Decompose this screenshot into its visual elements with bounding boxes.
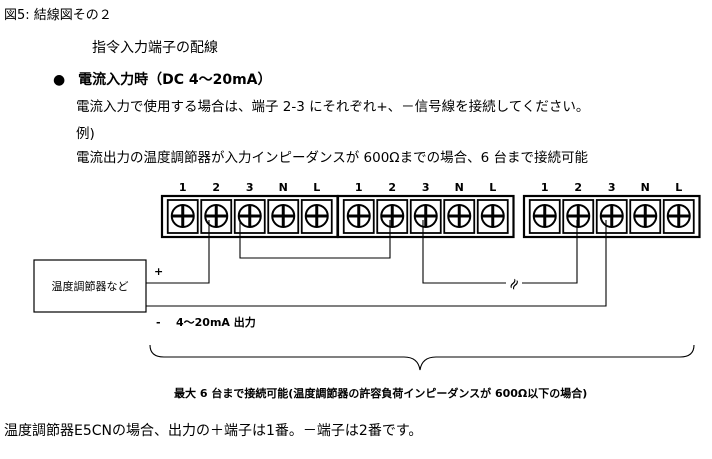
footnote-text: 温度調節器E5CNの場合、出力の＋端子は1番。－端子は2番です。 (4, 423, 423, 439)
terminal-label: 3 (422, 181, 430, 194)
terminal-label: 3 (608, 181, 616, 194)
controller-label: 温度調節器など (52, 279, 129, 293)
wire-plus (146, 220, 210, 284)
section-heading: ● 電流入力時（DC 4～20mA） (53, 69, 272, 89)
terminal-label: 2 (574, 181, 582, 194)
wire-minus (146, 220, 607, 307)
diagram-caption: 最大 6 台まで接続可能(温度調節器の許容負荷インピーダンスが 600Ω以下の場… (174, 387, 588, 400)
bullet-icon: ● (53, 72, 66, 88)
wire-link-2a (422, 220, 506, 284)
terminal-label: 2 (388, 181, 396, 194)
terminal-label: 1 (355, 181, 363, 194)
terminal-label: N (641, 181, 650, 194)
section-heading-text: 電流入力時（DC 4～20mA） (78, 72, 272, 88)
controller-box (33, 259, 147, 313)
terminal-label: 1 (179, 181, 187, 194)
minus-sign: - (156, 316, 161, 329)
plus-sign: + (154, 265, 163, 278)
wires (146, 220, 695, 371)
terminal-label: L (675, 181, 682, 194)
terminal-label: 2 (212, 181, 220, 194)
wire-link-1 (239, 220, 391, 259)
figure-title: 図5: 結線図その２ (4, 8, 112, 23)
terminal-label: L (313, 181, 320, 194)
terminal-label: 1 (541, 181, 549, 194)
terminal-label: L (489, 181, 496, 194)
terminal-label: N (279, 181, 288, 194)
terminal-label: N (455, 181, 464, 194)
group-brace (149, 344, 695, 371)
wire-break-icon: ≈ (503, 274, 525, 294)
instruction-text: 電流入力で使用する場合は、端子 2-3 にそれぞれ+、－信号線を接続してください… (76, 99, 590, 115)
figure-subtitle: 指令入力端子の配線 (92, 40, 218, 56)
example-label: 例) (76, 126, 95, 142)
terminal-blocks: 1 2 3 N L 1 2 3 N L 1 2 3 N L (160, 181, 701, 239)
example-text: 電流出力の温度調節器が入力インピーダンスが 600Ωまでの場合、6 台まで接続可… (76, 150, 588, 166)
output-label: 4～20mA 出力 (176, 315, 256, 329)
terminal-label: 3 (246, 181, 254, 194)
wire-link-2b (522, 220, 578, 284)
